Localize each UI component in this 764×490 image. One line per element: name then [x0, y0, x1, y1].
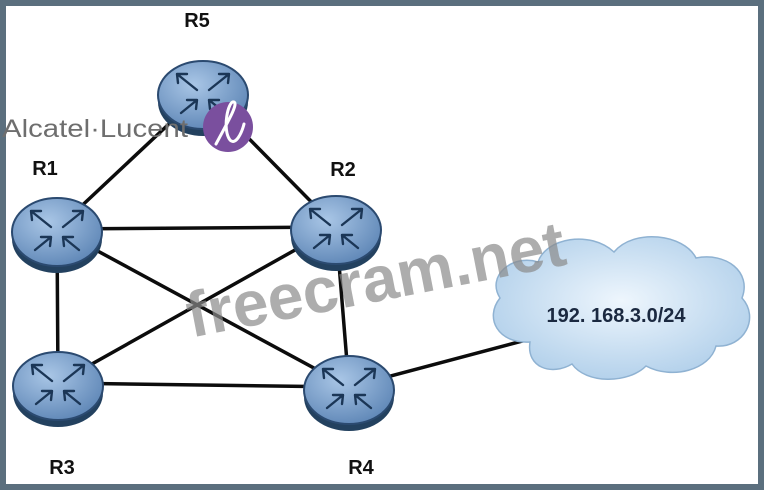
router-label-r5: R5	[184, 10, 210, 32]
link-r1-r4	[55, 227, 351, 389]
router-label-r3: R3	[49, 457, 75, 479]
router-label-r4: R4	[348, 457, 374, 479]
alcatel-lucent-logo: Alcatel·Lucent	[2, 100, 253, 152]
router-r5[interactable]: R5	[156, 10, 250, 137]
link-r3-r4	[56, 381, 351, 389]
logo-text: Alcatel·Lucent	[2, 115, 188, 143]
router-r3[interactable]: R3	[11, 350, 105, 479]
logo-icon	[203, 102, 253, 152]
router-label-r1: R1	[32, 158, 58, 180]
network-label: 192. 168.3.0/24	[546, 305, 686, 327]
network-cloud: 192. 168.3.0/24	[492, 235, 751, 380]
router-label-r2: R2	[330, 159, 356, 181]
router-r2[interactable]: R2	[289, 159, 383, 272]
router-r1[interactable]: R1	[10, 158, 104, 274]
link-r2-r3	[56, 225, 338, 385]
router-r4[interactable]: R4	[302, 354, 396, 479]
link-r1-r2	[55, 225, 338, 231]
